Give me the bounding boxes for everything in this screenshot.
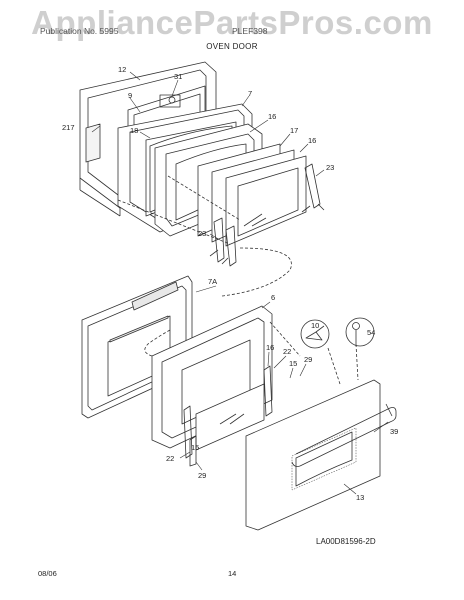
- callout-31: 31: [174, 72, 182, 81]
- callout-29-lower: 29: [198, 471, 206, 480]
- callout-22-lower: 22: [166, 454, 174, 463]
- door-side-brackets: [183, 365, 273, 467]
- callout-217: 217: [62, 123, 75, 132]
- callout-18: 18: [130, 126, 138, 135]
- callout-12: 12: [118, 65, 126, 74]
- callout-16-upper-b: 16: [308, 136, 316, 145]
- screw-detail-54: [345, 317, 375, 347]
- glass-panes: [197, 143, 307, 247]
- upper-alignment-lines: [117, 175, 292, 297]
- door-handle: [291, 403, 397, 467]
- model-number: PLEF398: [232, 26, 268, 36]
- callout-22-upper: 22: [283, 347, 291, 356]
- section-title: OVEN DOOR: [206, 42, 258, 51]
- callout-15-upper: 15: [289, 359, 297, 368]
- callout-29-upper: 29: [304, 355, 312, 364]
- callout-23-right: 23: [326, 163, 334, 172]
- callout-10: 10: [311, 321, 319, 330]
- upper-leader-lines: [91, 71, 325, 241]
- callout-15-lower: 15: [191, 443, 199, 452]
- callout-54: 54: [367, 328, 375, 337]
- callout-labels: 12 31 9 7 18 217 16 17 16 23 23 7A 6 10 …: [62, 65, 398, 546]
- callout-17: 17: [290, 126, 298, 135]
- watermark: AppliancePartsPros.com: [31, 4, 433, 41]
- callout-7: 7: [248, 89, 252, 98]
- lower-leader-lines: [179, 285, 389, 495]
- callout-9: 9: [128, 91, 132, 100]
- callout-7A: 7A: [208, 277, 217, 286]
- screw-detail-10: [300, 319, 330, 349]
- callout-23-left: 23: [198, 229, 206, 238]
- callout-6: 6: [271, 293, 275, 302]
- diagram-code: LA00D81596-2D: [316, 537, 376, 546]
- page-number: 14: [228, 569, 237, 578]
- outer-door-panel: [245, 379, 381, 531]
- callout-16-lower: 16: [266, 343, 274, 352]
- hinge-brackets: [209, 163, 325, 267]
- callout-39: 39: [390, 427, 398, 436]
- footer-date: 08/06: [38, 569, 57, 578]
- publication-number: Publication No. 5995: [40, 26, 119, 36]
- callout-13: 13: [356, 493, 364, 502]
- callout-16-upper-a: 16: [268, 112, 276, 121]
- lower-alignment-lines: [144, 321, 359, 385]
